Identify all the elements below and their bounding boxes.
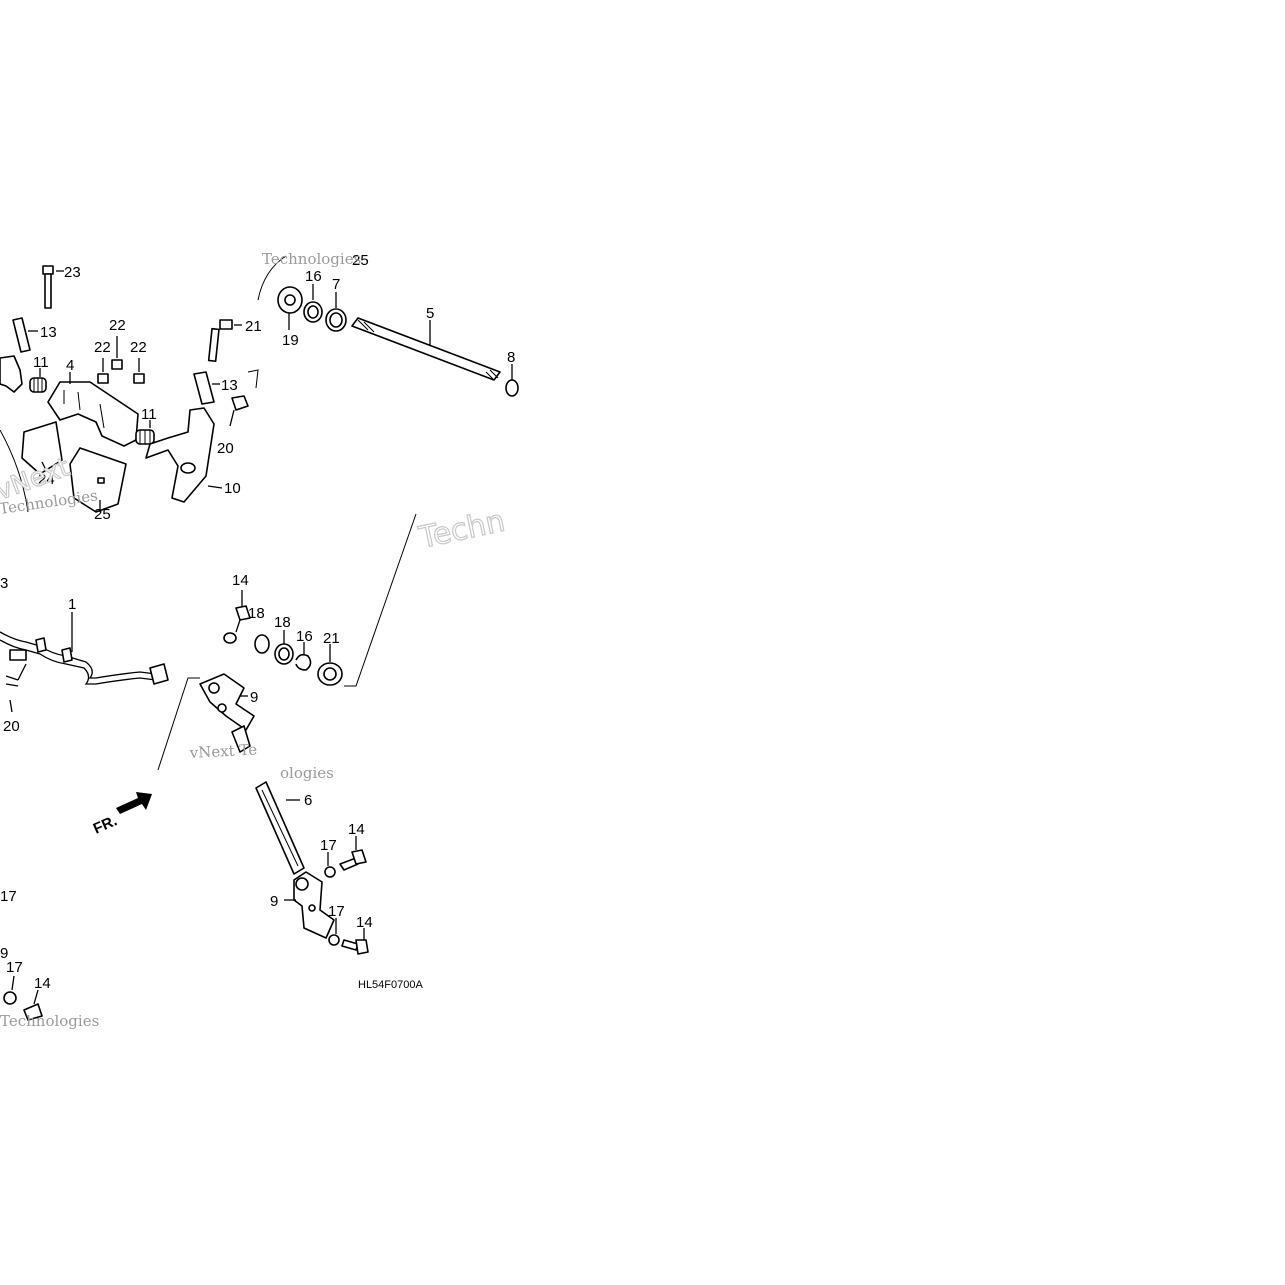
- callout-8: 8: [507, 349, 515, 366]
- cable-1: [0, 612, 169, 713]
- front-direction-arrow: FR.: [91, 792, 152, 838]
- callout-25-top: 25: [352, 252, 369, 269]
- bolt-14-top: [235, 590, 251, 633]
- callout-19: 19: [282, 332, 299, 349]
- callout-22b: 22: [94, 339, 111, 356]
- callout-11: 11: [33, 354, 49, 371]
- spacer-13-right: [193, 371, 220, 405]
- callout-3: 3: [0, 575, 8, 592]
- callout-17a: 17: [320, 837, 337, 854]
- callout-14c: 14: [356, 914, 373, 931]
- panel-border-left: [157, 677, 200, 771]
- callout-10: 10: [224, 480, 241, 497]
- cover-24: [21, 421, 63, 475]
- callout-18: 21: [323, 630, 340, 647]
- callout-23: 23: [64, 264, 81, 281]
- arm-9-bottom: [284, 871, 335, 939]
- seal-16-lower: [254, 634, 270, 654]
- callout-9a: 9: [250, 689, 258, 706]
- seal-16b: [274, 630, 294, 665]
- callout-9b: 9: [270, 893, 278, 910]
- arm-9-top: [199, 673, 255, 731]
- callout-17d: 17: [6, 959, 23, 976]
- callout-1: 1: [68, 596, 76, 613]
- fr-label: FR.: [91, 812, 120, 837]
- callout-21b: 16: [296, 628, 313, 645]
- callout-16b: 18: [274, 614, 291, 631]
- callout-20: 20: [217, 440, 234, 457]
- callout-9c: 9: [0, 945, 8, 962]
- bolt-14-mid: [324, 836, 367, 878]
- panel-border-right: [344, 513, 417, 687]
- callout-6: 6: [304, 792, 312, 809]
- callout-22a: 22: [109, 317, 126, 334]
- watermarks: Technologies Techn vNext Te ologies Tech…: [0, 250, 509, 1030]
- callout-14b: 14: [348, 821, 365, 838]
- shaft-6: [231, 725, 305, 875]
- bolt-23: [42, 265, 64, 309]
- bushing-19: [277, 286, 303, 330]
- callout-13: 13: [40, 324, 57, 341]
- callout-14d: 14: [34, 975, 51, 992]
- handle-10: [145, 407, 223, 503]
- spring-11-left: [29, 368, 47, 393]
- callout-14a: 14: [232, 572, 249, 589]
- bolts-22: [97, 336, 145, 384]
- bolt-21: [207, 319, 242, 363]
- watermark-5: Technologies: [262, 250, 361, 268]
- lower-panel: FR. 14 21 18 16 1 3 9 20 6 14 17 9 17 14…: [0, 513, 417, 1021]
- callout-11b: 11: [141, 406, 157, 423]
- seal-16: [303, 284, 323, 323]
- bearing-7: [325, 292, 347, 332]
- shaft-5: [351, 317, 501, 381]
- callout-25: 25: [94, 506, 111, 523]
- cover-4: [47, 372, 139, 447]
- upper-left-panel: 23 13 22 22 22 11 4 21 13 11 20 10 24 25: [0, 264, 262, 523]
- diagram-code: HL54F0700A: [358, 979, 423, 991]
- watermark-7: Technologies: [0, 1012, 99, 1030]
- watermark-4: ologies: [280, 764, 334, 782]
- callout-4: 4: [66, 357, 74, 374]
- screw-20-upper: [229, 369, 259, 427]
- callout-21: 21: [245, 318, 262, 335]
- callout-7: 7: [332, 276, 340, 293]
- clip-21: [295, 642, 312, 671]
- frame-arc: [0, 429, 29, 513]
- callout-17b: 17: [328, 903, 345, 920]
- watermark-3: vNext Te: [188, 740, 257, 762]
- callout-17c: 17: [0, 888, 17, 905]
- callout-18-partial: 18: [248, 605, 265, 622]
- bracket-left: [0, 355, 23, 393]
- callout-5: 5: [426, 305, 434, 322]
- spring-11-right: [135, 420, 155, 445]
- spacer-13-left: [12, 317, 38, 353]
- bearing-18: [317, 644, 343, 686]
- upper-right-panel: 16 7 19 5 8 25: [257, 252, 519, 397]
- cover-25: [69, 447, 127, 513]
- watermark-2: Techn: [415, 504, 508, 556]
- callout-24: 24: [38, 471, 55, 488]
- callout-20b: 20: [3, 718, 20, 735]
- ring-8: [505, 364, 519, 397]
- washer-17-top: [223, 632, 237, 644]
- frame-arc-upper: [257, 255, 287, 301]
- callout-13b: 13: [221, 377, 238, 394]
- callout-22c: 22: [130, 339, 147, 356]
- bottom-left-parts: [3, 975, 43, 1021]
- callout-16: 16: [305, 268, 322, 285]
- bolt-14-bottom: [328, 918, 369, 955]
